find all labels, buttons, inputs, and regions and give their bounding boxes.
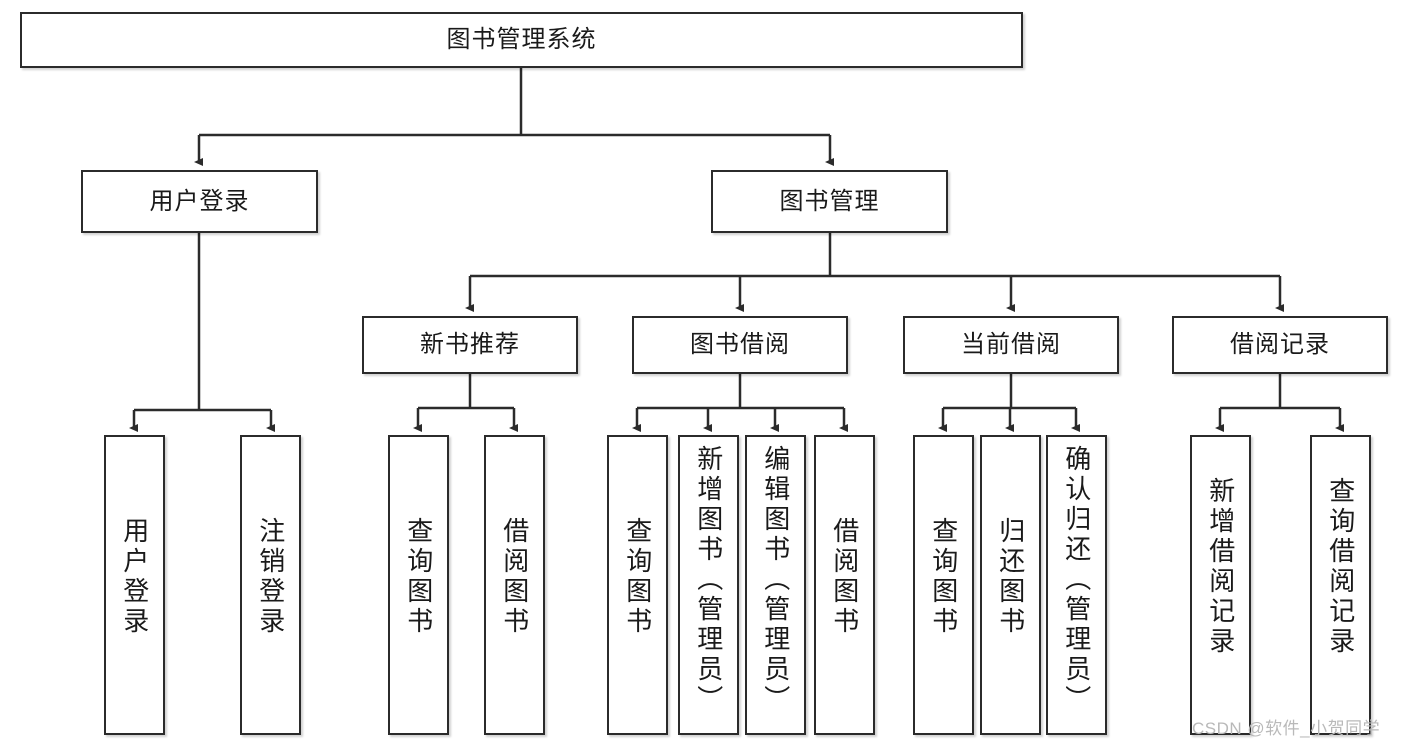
node-leaf-query-book-3-label: 查询图书 xyxy=(928,517,959,637)
node-leaf-borrow-book-2-label: 借阅图书 xyxy=(829,517,860,637)
node-leaf-query-record[interactable]: 查询借阅记录 xyxy=(1310,435,1371,735)
node-current-borrow[interactable]: 当前借阅 xyxy=(903,316,1119,374)
node-leaf-query-book-1-label: 查询图书 xyxy=(403,517,434,637)
node-leaf-return-book[interactable]: 归还图书 xyxy=(980,435,1041,735)
node-leaf-add-record[interactable]: 新增借阅记录 xyxy=(1190,435,1251,735)
node-borrow-record-label: 借阅记录 xyxy=(1230,331,1330,358)
node-leaf-add-record-label: 新增借阅记录 xyxy=(1205,477,1236,657)
node-leaf-query-book-2[interactable]: 查询图书 xyxy=(607,435,668,735)
node-leaf-borrow-book-2[interactable]: 借阅图书 xyxy=(814,435,875,735)
node-leaf-confirm-return[interactable]: 确认归还（管理员） xyxy=(1046,435,1107,735)
node-leaf-edit-book-label: 编辑图书（管理员） xyxy=(760,445,791,715)
node-leaf-logout-login-label: 注销登录 xyxy=(255,517,286,637)
node-new-book-recommend-label: 新书推荐 xyxy=(420,331,520,358)
node-new-book-recommend[interactable]: 新书推荐 xyxy=(362,316,578,374)
node-root-label: 图书管理系统 xyxy=(446,26,597,53)
node-leaf-user-login-label: 用户登录 xyxy=(119,517,150,637)
node-leaf-borrow-book-1-label: 借阅图书 xyxy=(499,517,530,637)
node-leaf-query-record-label: 查询借阅记录 xyxy=(1325,477,1356,657)
node-leaf-add-book[interactable]: 新增图书（管理员） xyxy=(678,435,739,735)
node-leaf-return-book-label: 归还图书 xyxy=(995,517,1026,637)
node-root[interactable]: 图书管理系统 xyxy=(20,12,1023,68)
node-book-manage-label: 图书管理 xyxy=(779,187,880,215)
node-leaf-query-book-1[interactable]: 查询图书 xyxy=(388,435,449,735)
node-leaf-query-book-3[interactable]: 查询图书 xyxy=(913,435,974,735)
csdn-watermark: CSDN @软件_小贺同学 xyxy=(1192,719,1381,738)
node-borrow-record[interactable]: 借阅记录 xyxy=(1172,316,1388,374)
node-book-manage[interactable]: 图书管理 xyxy=(711,170,948,233)
node-user-login[interactable]: 用户登录 xyxy=(81,170,318,233)
node-leaf-logout-login[interactable]: 注销登录 xyxy=(240,435,301,735)
node-leaf-query-book-2-label: 查询图书 xyxy=(622,517,653,637)
node-leaf-edit-book[interactable]: 编辑图书（管理员） xyxy=(745,435,806,735)
node-user-login-label: 用户登录 xyxy=(149,187,250,215)
node-leaf-confirm-return-label: 确认归还（管理员） xyxy=(1061,445,1092,715)
node-book-borrow-label: 图书借阅 xyxy=(690,331,790,358)
node-leaf-borrow-book-1[interactable]: 借阅图书 xyxy=(484,435,545,735)
node-leaf-add-book-label: 新增图书（管理员） xyxy=(693,445,724,715)
node-book-borrow[interactable]: 图书借阅 xyxy=(632,316,848,374)
node-leaf-user-login[interactable]: 用户登录 xyxy=(104,435,165,735)
node-current-borrow-label: 当前借阅 xyxy=(961,331,1061,358)
